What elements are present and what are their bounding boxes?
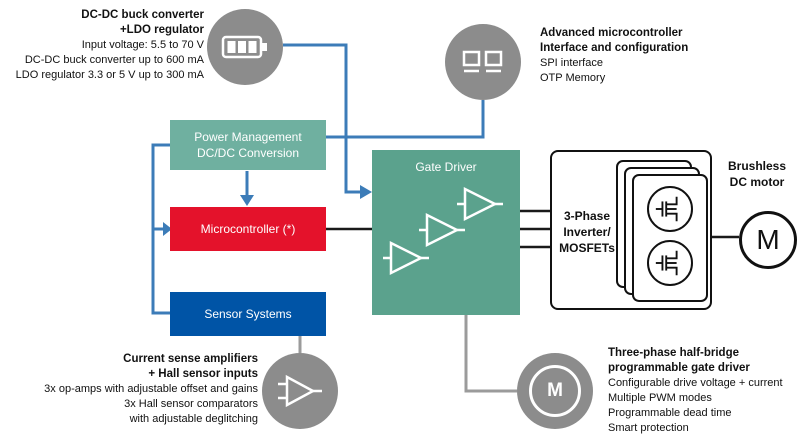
callout-gate-driver-features: Three-phase half-bridge programmable gat… (608, 346, 800, 436)
inverter-label-line: Inverter/ (563, 225, 611, 239)
callout-line: + Hall sensor inputs (148, 368, 258, 380)
callout-mcu-interface: Advanced microcontroller Interface and c… (540, 26, 770, 86)
callout-line: Multiple PWM modes (608, 392, 712, 404)
motor-label-line: DC motor (729, 175, 785, 189)
wire-mcu-interface-down (346, 100, 485, 139)
callout-line: Programmable dead time (608, 407, 732, 419)
callout-line: DC-DC buck converter up to 600 mA (24, 54, 204, 66)
callout-line: +LDO regulator (119, 24, 204, 36)
motor-symbol: M (756, 224, 780, 255)
mosfet-icon (655, 250, 678, 276)
inverter-label-line: 3-Phase (563, 209, 611, 223)
motor-ring-symbol: M (547, 380, 563, 401)
arrowhead-into-gate-driver (360, 185, 372, 199)
microcontroller-block: Microcontroller (*) (170, 207, 326, 251)
amplifier-chain-icon (383, 186, 503, 276)
mosfet-symbol-circle (647, 186, 693, 232)
motor-label-line: Brushless (727, 159, 787, 173)
chip-interface-icon (462, 50, 503, 73)
mosfet-card-front (632, 174, 708, 302)
power-management-block: Power Management DC/DC Conversion (170, 120, 326, 170)
power-management-label: DC/DC Conversion (196, 146, 300, 160)
callout-line: Advanced microcontroller (540, 27, 683, 39)
motor-circle: M (739, 211, 797, 269)
motor-label: Brushless DC motor (714, 158, 800, 190)
opamp-callout-circle (262, 353, 338, 429)
gate-driver-callout-circle: M (517, 353, 593, 429)
callout-line: with adjustable deglitching (129, 413, 258, 425)
callout-line: 3x Hall sensor comparators (124, 398, 258, 410)
mosfet-icon (655, 196, 678, 222)
opamp-icon (278, 374, 322, 408)
battery-callout-circle (207, 9, 283, 85)
sensor-systems-block: Sensor Systems (170, 292, 326, 336)
gate-driver-block: Gate Driver (372, 150, 520, 315)
callout-line: Smart protection (608, 422, 689, 434)
callout-power-supply: DC-DC buck converter +LDO regulator Inpu… (2, 8, 204, 83)
mcu-interface-callout-circle (445, 24, 521, 100)
callout-line: SPI interface (540, 57, 603, 69)
inverter-block: 3-Phase Inverter/ MOSFETs (550, 150, 712, 310)
motor-ring-icon: M (529, 365, 581, 417)
mosfet-symbol-circle (647, 240, 693, 286)
callout-line: DC-DC buck converter (81, 9, 204, 21)
arrowhead-into-microcontroller-left (163, 222, 172, 236)
gate-driver-label: Gate Driver (415, 160, 477, 174)
inverter-label: 3-Phase Inverter/ MOSFETs (556, 208, 618, 256)
microcontroller-label: Microcontroller (*) (200, 222, 296, 236)
arrowhead-into-microcontroller-top (240, 195, 254, 206)
callout-line: Current sense amplifiers (123, 353, 258, 365)
callout-line: programmable gate driver (608, 362, 750, 374)
callout-line: OTP Memory (540, 72, 606, 84)
inverter-label-line: MOSFETs (559, 241, 615, 255)
wire-gate-driver-to-m-circle (464, 315, 517, 393)
callout-line: LDO regulator 3.3 or 5 V up to 300 mA (15, 69, 204, 81)
wire-battery-to-gate-driver (283, 43, 360, 194)
power-management-label: Power Management (194, 130, 302, 144)
callout-line: Configurable drive voltage + current (608, 377, 783, 389)
battery-icon (221, 35, 267, 59)
callout-current-sense: Current sense amplifiers + Hall sensor i… (0, 352, 258, 427)
callout-line: 3x op-amps with adjustable offset and ga… (44, 383, 258, 395)
callout-line: Three-phase half-bridge (608, 347, 739, 359)
sensor-systems-label: Sensor Systems (204, 307, 292, 321)
callout-line: Interface and configuration (540, 42, 689, 54)
callout-line: Input voltage: 5.5 to 70 V (81, 39, 204, 51)
